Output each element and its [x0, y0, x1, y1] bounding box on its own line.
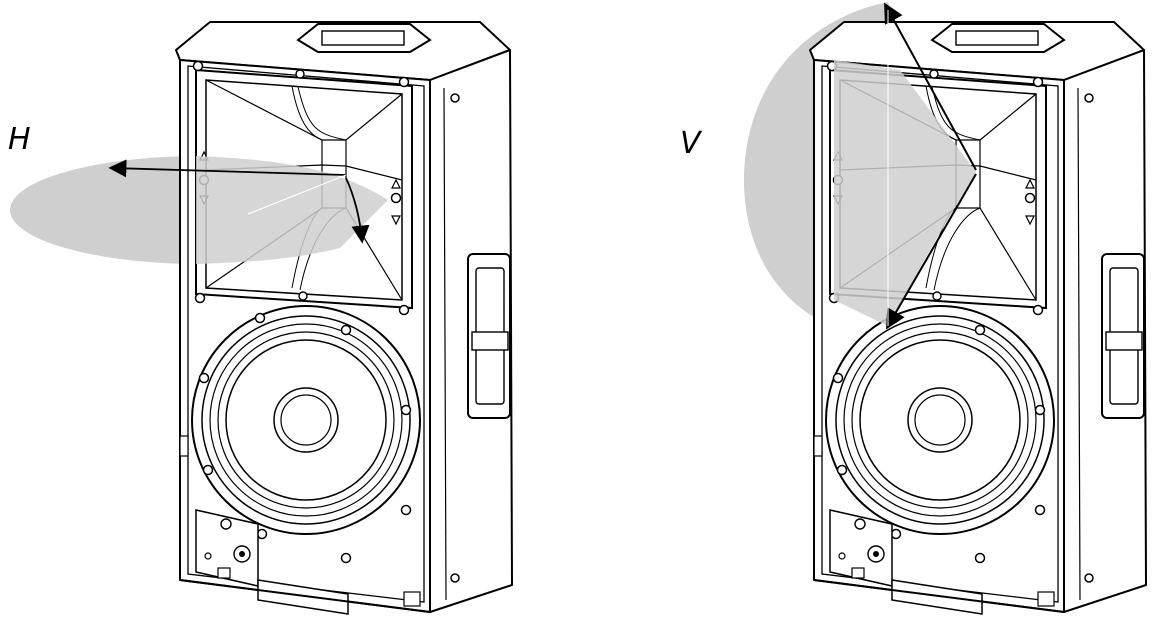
horizontal-label: H: [8, 122, 31, 157]
vertical-label: V: [680, 126, 701, 161]
vertical-coverage-overlay: [834, 2, 977, 330]
horizontal-coverage-overlay: [108, 156, 388, 264]
speaker-cabinet-left: [175, 21, 513, 615]
